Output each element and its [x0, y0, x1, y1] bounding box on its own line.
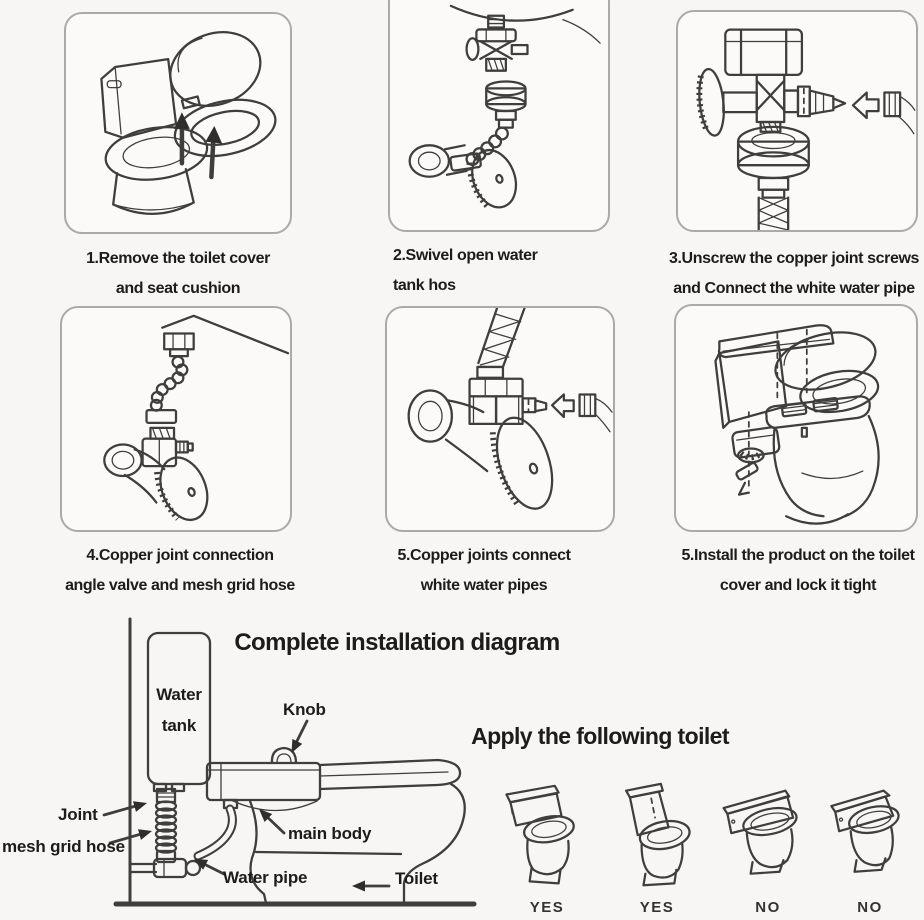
compatibility-item-2: YES	[607, 781, 707, 916]
step-1-panel	[64, 12, 292, 234]
step-6-caption-line2: cover and lock it tight	[719, 577, 877, 594]
lift-up-arrow-icon	[174, 112, 190, 166]
main-body-arrow-icon	[259, 809, 286, 835]
compatibility-item-3: NO	[718, 781, 818, 916]
label-water-tank-line2: tank	[161, 716, 197, 735]
mesh-grid-hose-arrow-icon	[108, 829, 152, 845]
complete-installation-illustration	[102, 617, 477, 907]
step-1-caption: 1.Remove the toilet cover and seat cushi…	[64, 244, 292, 304]
insert-direction-arrow-icon	[851, 91, 880, 120]
step-5-caption-line2: white water pipes	[420, 577, 548, 594]
toilet-open-lid-illustration	[100, 31, 277, 215]
knob-shape	[270, 746, 298, 765]
toilet-type-two-piece-icon	[505, 784, 575, 885]
verdict-label-1: YES	[529, 899, 565, 916]
step-1-caption-line2: and seat cushion	[115, 280, 241, 297]
step-6-caption-line1: 5.Install the product on the toilet	[681, 547, 915, 564]
step-6-panel	[674, 304, 918, 532]
label-water-pipe: Water pipe	[223, 868, 308, 887]
step-2-caption-line2: tank hos	[393, 277, 456, 294]
step-5-caption-line1: 5.Copper joints connect	[397, 547, 571, 564]
knob-arrow-icon	[291, 719, 309, 753]
mesh-grid-hose-shape	[154, 800, 178, 854]
water-pipe-shape	[128, 857, 202, 879]
toilet-type-low-rounded-icon	[830, 789, 900, 873]
toilet-arrow-icon	[352, 880, 391, 892]
compatibility-item-4: NO	[820, 781, 920, 916]
verdict-label-2: YES	[639, 899, 675, 916]
verdict-label-4: NO	[857, 899, 883, 916]
lift-up-arrow-icon	[205, 125, 223, 180]
install-product-on-toilet-illustration	[714, 324, 880, 525]
verdict-label-3: NO	[755, 899, 781, 916]
step-4-panel	[60, 306, 292, 532]
label-mesh-grid-hose: mesh grid hose	[2, 837, 125, 856]
water-pipe-arrow-icon	[194, 859, 226, 876]
toilet-type-one-piece-tall-icon	[624, 782, 691, 887]
step-2-caption-line1: 2.Swivel open water	[393, 247, 538, 264]
label-joint: Joint	[58, 805, 98, 824]
step-5-caption: 5.Copper joints connect white water pipe…	[374, 541, 594, 601]
tank-valve-hose-illustration	[408, 4, 601, 209]
step-3-caption-line2: and Connect the white water pipe	[673, 280, 915, 297]
joint-arrow-icon	[102, 801, 147, 817]
angle-valve-mesh-hose-illustration	[103, 314, 290, 521]
installation-diagram-title: Complete installation diagram	[234, 629, 560, 656]
step-6-caption: 5.Install the product on the toilet cove…	[668, 541, 924, 601]
step-3-panel	[676, 10, 918, 232]
step-4-caption: 4.Copper joint connection angle valve an…	[50, 541, 310, 601]
step-5-panel	[385, 306, 615, 532]
label-main-body: main body	[288, 824, 372, 843]
copper-joints-white-pipe-illustration	[407, 308, 613, 510]
insert-direction-arrow-icon	[550, 393, 575, 419]
step-3-caption-line1: 3.Unscrew the copper joint screws	[669, 250, 919, 267]
step-2-panel	[388, 0, 610, 232]
toilet-type-low-profile-icon	[722, 789, 798, 875]
label-knob: Knob	[283, 700, 326, 719]
step-4-caption-line2: angle valve and mesh grid hose	[65, 577, 295, 594]
compatibility-title: Apply the following toilet	[471, 723, 729, 749]
label-water-tank-line1: Water	[156, 685, 202, 704]
step-4-caption-line1: 4.Copper joint connection	[86, 547, 274, 564]
label-water-tank: Water tank	[146, 679, 212, 741]
label-toilet: Toilet	[395, 869, 438, 888]
copper-joint-screws-illustration	[696, 28, 916, 230]
step-2-caption: 2.Swivel open water tank hos	[393, 241, 613, 301]
compatibility-item-1: YES	[497, 781, 597, 916]
step-1-caption-line1: 1.Remove the toilet cover	[86, 250, 270, 267]
step-3-caption: 3.Unscrew the copper joint screws and Co…	[666, 244, 922, 304]
